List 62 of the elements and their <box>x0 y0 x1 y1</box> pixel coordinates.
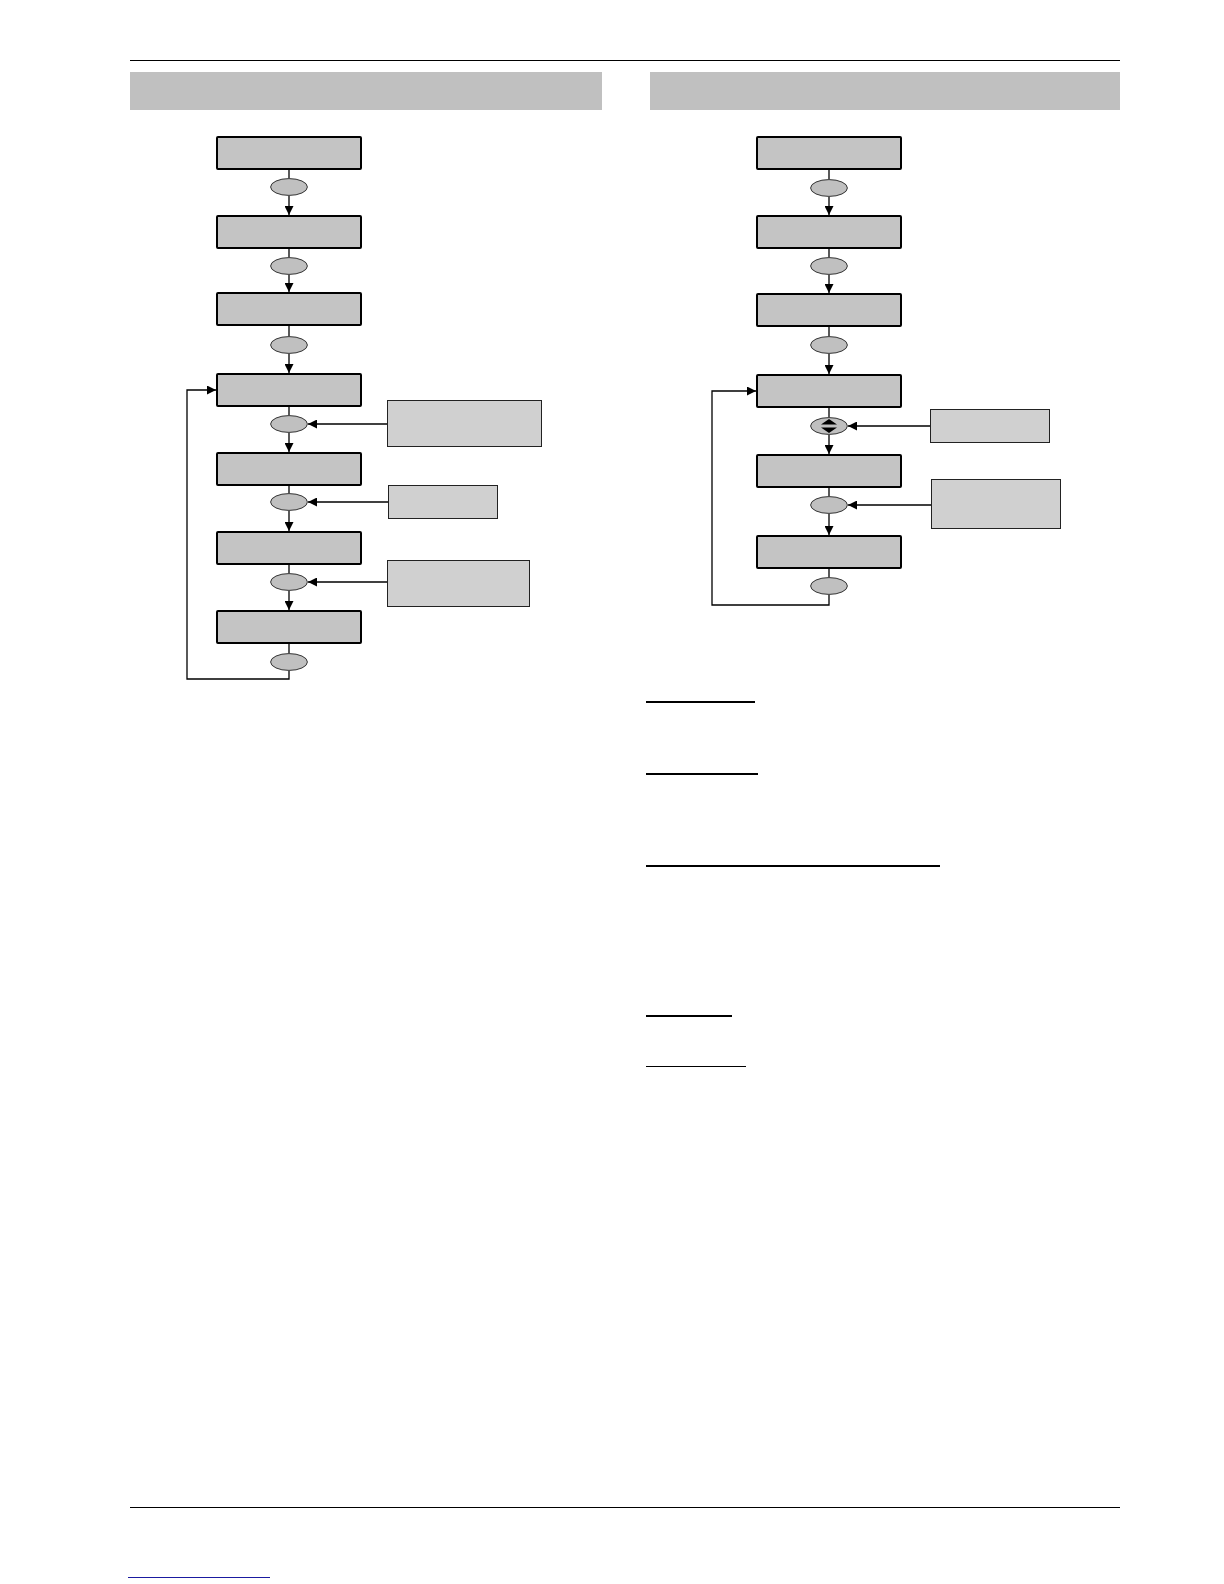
oval-node <box>810 179 848 197</box>
oval-node <box>270 573 308 591</box>
arrow <box>847 421 931 431</box>
arrow <box>824 353 834 375</box>
oval-node <box>270 653 308 671</box>
connector-line <box>288 325 290 337</box>
connector-line <box>828 568 830 578</box>
process-box <box>216 610 362 644</box>
arrow <box>284 590 294 611</box>
arrow <box>284 195 294 216</box>
arrow <box>847 500 932 510</box>
connector-line <box>828 326 830 337</box>
arrow <box>307 577 388 587</box>
note-box <box>931 479 1061 529</box>
arrow <box>284 274 294 293</box>
note-box <box>387 400 542 447</box>
process-box <box>216 136 362 170</box>
note-box <box>388 485 498 519</box>
oval-node <box>810 336 848 354</box>
connector-line <box>288 643 290 654</box>
process-box <box>756 535 902 569</box>
arrow <box>824 196 834 216</box>
note-box <box>930 409 1050 443</box>
process-box <box>756 374 902 408</box>
process-box <box>756 136 902 170</box>
connector-line <box>288 485 290 494</box>
connector-line <box>288 564 290 574</box>
arrow <box>307 497 389 507</box>
note-box <box>387 560 530 607</box>
process-box <box>216 292 362 326</box>
process-box <box>216 373 362 407</box>
oval-node <box>810 496 848 514</box>
oval-node <box>270 178 308 196</box>
oval-node <box>810 257 848 275</box>
connector-line <box>828 407 830 418</box>
arrow <box>711 386 830 606</box>
arrow <box>284 510 294 532</box>
oval-node <box>270 415 308 433</box>
connector-line <box>828 169 830 180</box>
connector-line <box>288 406 290 416</box>
connector-line <box>288 169 290 179</box>
connector-line <box>828 487 830 497</box>
connector-line <box>828 248 830 258</box>
arrow <box>824 513 834 536</box>
arrow <box>284 353 294 374</box>
arrow <box>307 419 388 429</box>
process-box <box>216 452 362 486</box>
oval-node <box>270 336 308 354</box>
oval-node <box>270 257 308 275</box>
oval-node <box>810 417 848 435</box>
arrow <box>284 432 294 453</box>
arrow <box>824 274 834 294</box>
process-box <box>756 215 902 249</box>
process-box <box>216 531 362 565</box>
process-box <box>756 293 902 327</box>
connector-line <box>288 248 290 258</box>
oval-node <box>810 577 848 595</box>
process-box <box>756 454 902 488</box>
arrow <box>824 434 834 455</box>
process-box <box>216 215 362 249</box>
arrow <box>186 385 290 680</box>
oval-node <box>270 493 308 511</box>
